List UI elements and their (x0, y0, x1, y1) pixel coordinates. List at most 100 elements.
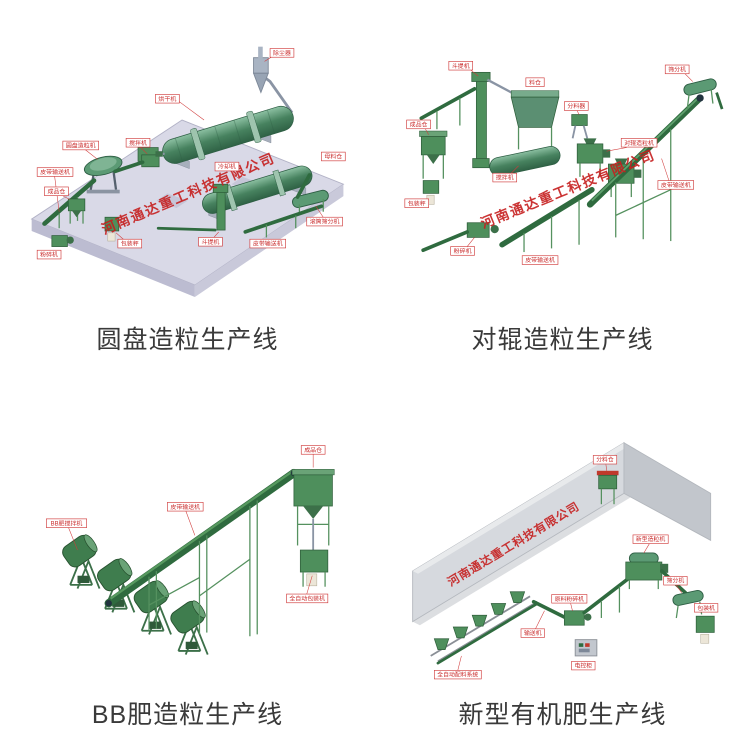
svg-text:成品仓: 成品仓 (304, 446, 322, 454)
equipment-label: 新型造粒机 (632, 534, 669, 554)
feed-conveyor (531, 599, 568, 620)
workshop-wall (411, 441, 711, 626)
finished-product-bin (67, 198, 85, 224)
bb-mixer (166, 596, 210, 656)
packing-scale (422, 180, 439, 205)
crusher (50, 235, 74, 247)
svg-text:成品仓: 成品仓 (47, 187, 65, 195)
svg-text:料仓: 料仓 (529, 78, 541, 86)
svg-text:烘干机: 烘干机 (158, 95, 176, 103)
diagram-disc-granulation: 河南通达重工科技有限公司 除尘器 烘干机 皮带输送机 圆盘造粒机 搅拌机 成品仓 (30, 46, 346, 297)
svg-text:除尘器: 除尘器 (273, 49, 291, 57)
rotary-screener (291, 189, 329, 216)
equipment-label: 搅拌机 (492, 165, 519, 183)
roller-granulator (576, 138, 610, 177)
equipment-label: 原料粉碎机 (550, 594, 587, 611)
svg-text:母料仓: 母料仓 (324, 153, 342, 161)
equipment-label: 烘干机 (154, 94, 204, 121)
equipment-label: 斗提机 (448, 61, 478, 77)
batching-system (429, 591, 539, 665)
raw-material-crusher (563, 610, 591, 626)
equipment-label: 料仓 (525, 77, 545, 87)
svg-text:对辊造粒机: 对辊造粒机 (624, 139, 654, 147)
svg-text:筛分机: 筛分机 (666, 577, 684, 585)
panel-disc-granulation-line: 河南通达重工科技有限公司 除尘器 烘干机 皮带输送机 圆盘造粒机 搅拌机 成品仓 (0, 0, 375, 375)
equipment-label: 全自动包装机 (285, 575, 328, 604)
cyclone-dust-collector (252, 46, 293, 114)
equipment-label: 成品仓 (300, 445, 325, 468)
equipment-label: 包装机 (693, 603, 718, 613)
distribution-bin (596, 470, 619, 505)
equipment-label: 分料器 (563, 101, 589, 115)
bucket-elevator (212, 183, 228, 231)
svg-text:皮带输送机: 皮带输送机 (40, 168, 70, 176)
svg-text:全自动配料系统: 全自动配料系统 (437, 671, 478, 679)
auto-packing-machine (299, 518, 328, 587)
granulator (624, 552, 668, 590)
equipment-label: 包装秤 (404, 198, 429, 208)
packing-machine (695, 615, 715, 644)
equipment-label: 母料仓 (320, 151, 346, 162)
equipment-label: 粉碎机 (449, 237, 475, 256)
packing-scale (104, 216, 119, 242)
equipment-label: 冷却机 (214, 161, 239, 179)
equipment-label: 成品仓 (405, 119, 431, 135)
incline-conveyor (104, 468, 298, 637)
svg-text:包装机: 包装机 (697, 604, 715, 612)
equipment-label: 斗提机 (197, 231, 223, 247)
svg-text:BB肥搅拌机: BB肥搅拌机 (50, 519, 82, 527)
equipment-label: 皮带输送机 (249, 238, 286, 249)
svg-text:包装秤: 包装秤 (120, 240, 138, 248)
equipment-label: 皮带输送机 (657, 158, 694, 190)
svg-text:皮带输送机: 皮带输送机 (525, 256, 555, 264)
panel-organic-fertilizer-line: 河南通达重工科技有限公司 (375, 375, 750, 750)
caption-roller-granulation-line: 对辊造粒生产线 (471, 326, 654, 354)
equipment-label: 筛分机 (664, 64, 693, 82)
finished-product-bin (291, 469, 335, 546)
equipment-label: 全自动配料系统 (433, 655, 482, 680)
finished-product-bin (418, 130, 447, 179)
svg-text:新型造粒机: 新型造粒机 (635, 535, 664, 543)
svg-text:粉碎机: 粉碎机 (40, 251, 58, 259)
mixer-drum (488, 146, 560, 177)
equipment-label: 电控柜 (570, 661, 595, 671)
equipment-label: BB肥搅拌机 (45, 518, 87, 551)
equipment-label: 输送机 (520, 610, 545, 638)
disc-granulator (83, 155, 122, 194)
panel-roller-granulation-line: 河南通达重工科技有限公司 成品仓 包装秤 斗提机 料仓 分料器 对辊造粒机 搅拌… (375, 0, 750, 375)
caption-organic-fertilizer-line: 新型有机肥生产线 (458, 701, 667, 729)
svg-text:筛分机: 筛分机 (668, 65, 686, 73)
equipment-label: 皮带输送机 (521, 255, 558, 265)
diagram-bb-fertilizer: BB肥搅拌机 皮带输送机 成品仓 全自动包装机 (45, 445, 335, 656)
control-cabinet (574, 639, 597, 657)
svg-text:皮带输送机: 皮带输送机 (170, 503, 200, 511)
cooler-drum (201, 165, 312, 222)
svg-text:搅拌机: 搅拌机 (129, 139, 147, 147)
crusher (420, 222, 499, 253)
diagram-roller-granulation: 河南通达重工科技有限公司 成品仓 包装秤 斗提机 料仓 分料器 对辊造粒机 搅拌… (404, 61, 723, 265)
incline-conveyor (581, 574, 633, 618)
diagram-organic-fertilizer: 河南通达重工科技有限公司 (411, 441, 718, 680)
equipment-label: 除尘器 (263, 48, 294, 62)
bucket-elevator (470, 71, 515, 169)
svg-text:皮带输送机: 皮带输送机 (660, 181, 690, 189)
equipment-label: 滚筒筛分机 (305, 206, 343, 227)
svg-text:电控柜: 电控柜 (574, 662, 592, 670)
svg-text:包装秤: 包装秤 (407, 199, 425, 207)
svg-text:圆盘造粒机: 圆盘造粒机 (65, 142, 95, 150)
incline-conveyor (586, 94, 704, 242)
svg-text:冷却机: 冷却机 (218, 163, 236, 171)
equipment-label: 搅拌机 (125, 138, 150, 155)
bb-mixer (58, 530, 101, 590)
equipment-label: 皮带输送机 (166, 502, 203, 536)
panel-bb-fertilizer-line: BB肥搅拌机 皮带输送机 成品仓 全自动包装机 BB肥造粒生产线 (0, 375, 375, 750)
equipment-label: 对辊造粒机 (606, 138, 657, 152)
svg-text:斗提机: 斗提机 (451, 62, 469, 70)
top-left-conveyor (419, 87, 476, 130)
caption-bb-fertilizer-line: BB肥造粒生产线 (91, 701, 284, 729)
bottom-conveyor (498, 186, 595, 253)
svg-text:分料器: 分料器 (567, 102, 585, 110)
svg-text:成品仓: 成品仓 (409, 120, 427, 128)
feed-hopper (510, 90, 559, 150)
